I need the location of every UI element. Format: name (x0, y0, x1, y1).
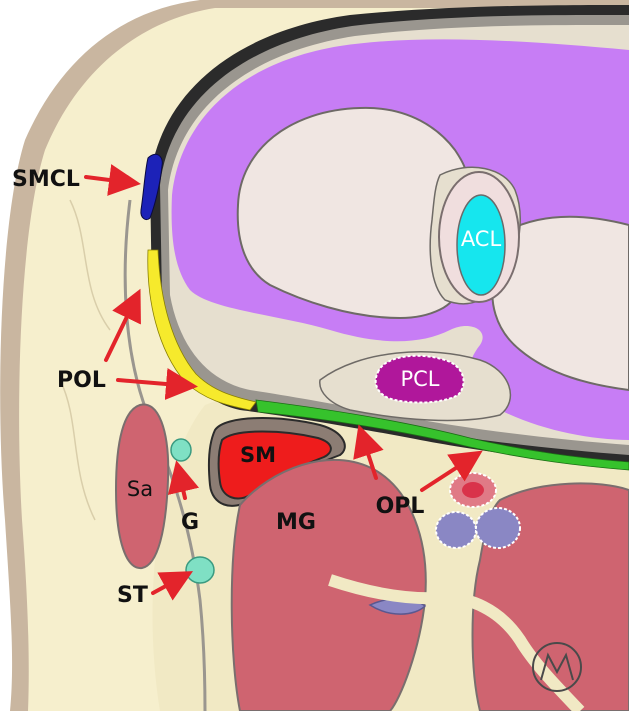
st-label: ST (117, 583, 148, 608)
acl-label: ACL (461, 227, 502, 251)
semitendinosus-tendon (186, 557, 214, 583)
sm-label: SM (240, 443, 276, 467)
popliteal-artery-lumen (462, 482, 484, 498)
smcl-label: SMCL (12, 167, 80, 192)
popliteal-vein-2 (476, 508, 520, 548)
pol-label: POL (57, 368, 106, 393)
popliteal-vein-1 (436, 512, 476, 548)
mg-label: MG (276, 510, 316, 535)
sa-label: Sa (127, 477, 153, 501)
g-label: G (181, 510, 199, 535)
pcl-label: PCL (400, 367, 439, 391)
opl-label: OPL (376, 494, 425, 519)
femur-marrow (238, 108, 466, 318)
gracilis-tendon (171, 439, 191, 461)
